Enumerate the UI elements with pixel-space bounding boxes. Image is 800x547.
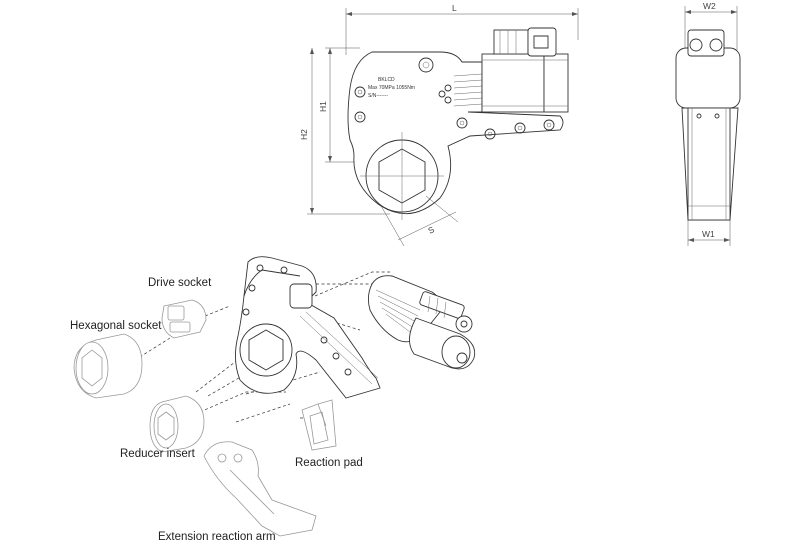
cylinder-assembly [367, 275, 476, 370]
side-view: L H1 H2 BK [299, 3, 579, 247]
label-hexagonal-socket: Hexagonal socket [70, 320, 162, 332]
label-reducer-insert: Reducer insert [120, 448, 196, 460]
hexagonal-socket [73, 333, 143, 399]
front-view: W2 W1 [675, 1, 741, 246]
dim-s-label: S [426, 224, 436, 236]
dim-h1-label: H1 [318, 101, 328, 112]
wrench-body [235, 256, 381, 399]
exploded-view: Drive socket Hexagonal socket Reducer in… [70, 256, 476, 543]
nameplate-line-1: BKLCD [378, 77, 395, 83]
nameplate-line-2: Max 70MPa 1055Nm [368, 85, 415, 91]
label-extension-reaction-arm: Extension reaction arm [158, 531, 276, 543]
dim-h2-label: H2 [299, 129, 309, 140]
nameplate-line-3: S/N------- [368, 93, 388, 99]
dim-w2-label: W2 [703, 1, 716, 11]
dim-l-label: L [452, 3, 457, 13]
extension-reaction-arm [203, 441, 317, 537]
reducer-insert [149, 395, 205, 453]
label-reaction-pad: Reaction pad [295, 457, 363, 469]
reaction-pad [301, 399, 337, 451]
label-drive-socket: Drive socket [148, 277, 212, 289]
dim-w1-label: W1 [702, 229, 715, 239]
drive-socket [161, 299, 207, 339]
